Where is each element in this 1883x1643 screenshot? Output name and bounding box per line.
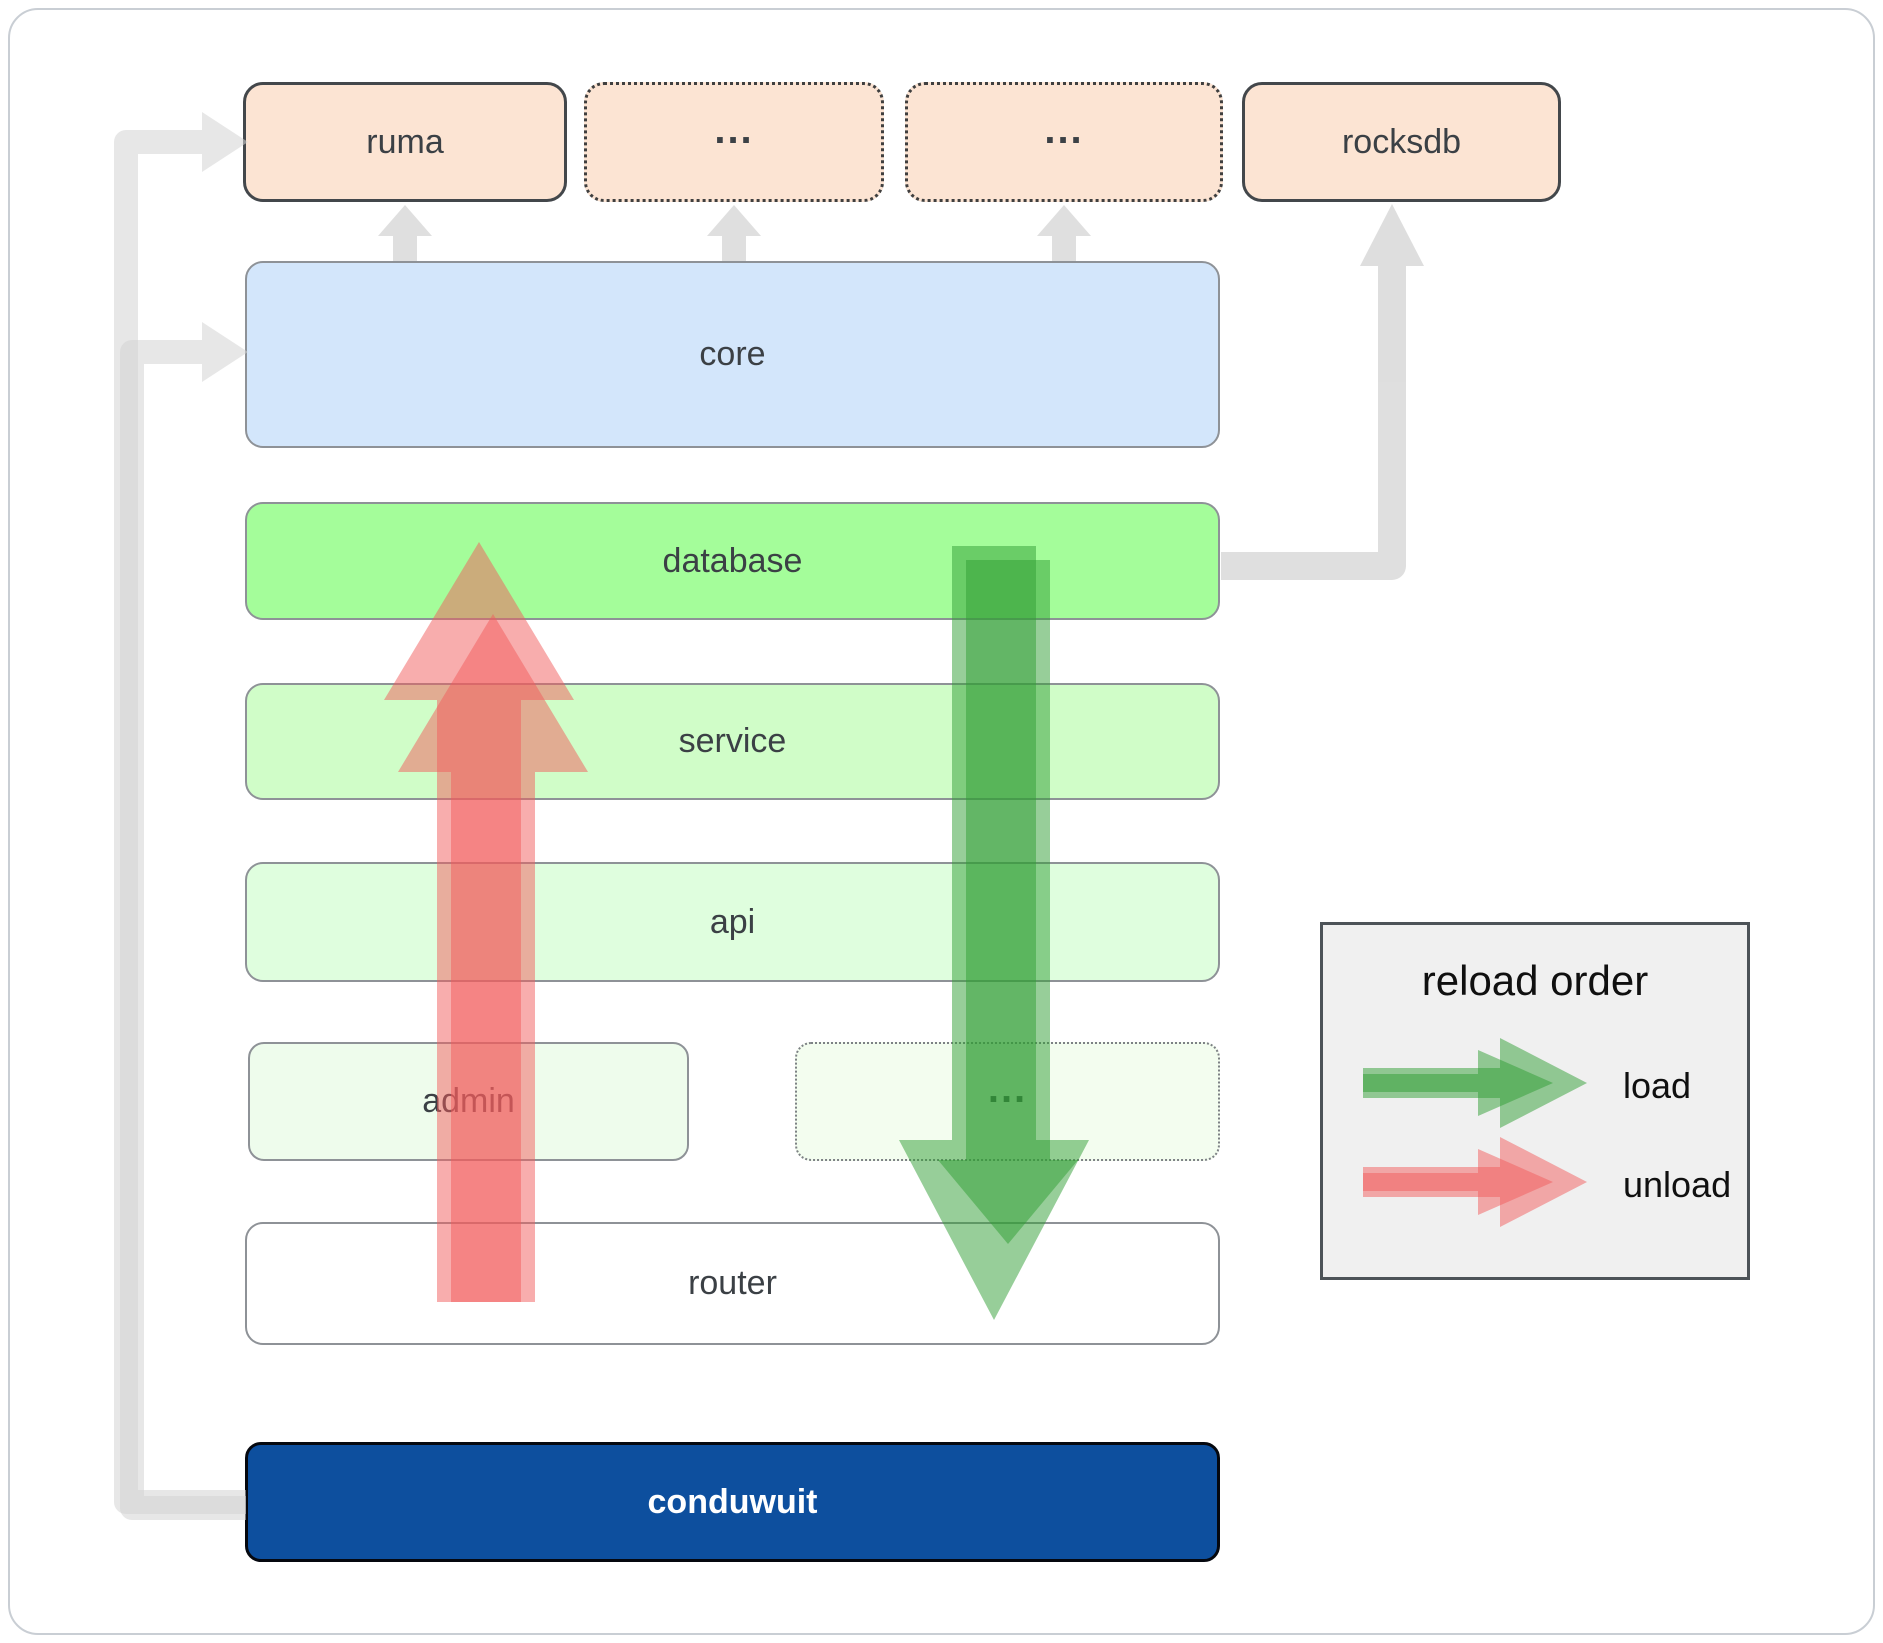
box-service-label: service: [678, 722, 787, 760]
legend-load-label: load: [1623, 1065, 1692, 1106]
box-database: database: [245, 502, 1220, 620]
box-admin: admin: [248, 1042, 689, 1161]
box-core-label: core: [699, 335, 766, 373]
box-admin-ellipsis: ...: [795, 1042, 1220, 1161]
box-core: core: [245, 261, 1220, 448]
box-rocksdb: rocksdb: [1242, 82, 1561, 202]
box-api-label: api: [709, 902, 756, 941]
box-router-label: router: [688, 1264, 777, 1302]
box-admin-label: admin: [422, 1082, 515, 1120]
box-ruma-label: ruma: [366, 122, 444, 161]
legend-unload-label: unload: [1623, 1164, 1732, 1205]
box-api: api: [245, 862, 1220, 982]
legend-reload-order: reload order load unload: [1320, 922, 1750, 1280]
box-ruma: ruma: [243, 82, 567, 202]
box-service: service: [245, 683, 1220, 800]
box-conduwuit-label: conduwuit: [647, 1482, 818, 1521]
outer-frame: [8, 8, 1875, 1635]
box-modules-ellipsis-2-label: ...: [1044, 107, 1084, 152]
box-rocksdb-label: rocksdb: [1341, 122, 1462, 161]
box-admin-ellipsis-label: ...: [987, 1067, 1028, 1111]
box-database-label: database: [662, 541, 803, 580]
box-modules-ellipsis-1: ...: [584, 82, 884, 202]
box-conduwuit: conduwuit: [245, 1442, 1220, 1562]
box-router: router: [245, 1222, 1220, 1345]
box-modules-ellipsis-2: ...: [905, 82, 1223, 202]
box-modules-ellipsis-1-label: ...: [714, 107, 754, 152]
legend-title: reload order: [1421, 957, 1649, 1004]
